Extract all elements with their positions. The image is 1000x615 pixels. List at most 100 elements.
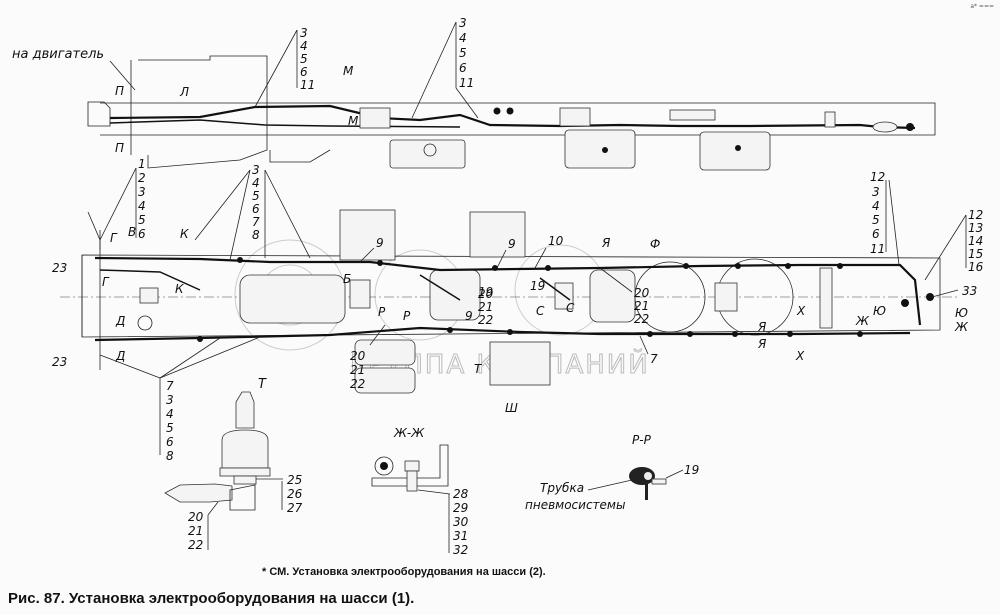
svg-text:Б: Б	[343, 272, 351, 286]
svg-text:5: 5	[166, 421, 174, 435]
svg-text:Ш: Ш	[505, 401, 518, 415]
svg-text:6: 6	[459, 61, 467, 75]
rear-axle-3	[634, 258, 794, 336]
svg-text:Х: Х	[795, 349, 805, 363]
callout-group-20-22-left: 20 21 22	[350, 324, 386, 391]
callout-19: 19	[684, 463, 699, 477]
callout-33: 33	[962, 284, 977, 298]
svg-text:29: 29	[453, 501, 468, 515]
callout-9: 9	[465, 309, 473, 323]
side-box	[359, 107, 391, 129]
svg-text:25: 25	[287, 473, 302, 487]
svg-text:Т: Т	[474, 362, 483, 376]
svg-text:22: 22	[478, 313, 493, 327]
crossmember-rear	[819, 267, 833, 329]
svg-text:Ю: Ю	[955, 306, 968, 320]
figure-caption: Рис. 87. Установка электрооборудования н…	[8, 590, 415, 607]
callout-group-bottom: 7 3 4 5 6 8	[99, 336, 261, 463]
gearbox	[239, 274, 346, 324]
side-box-2	[559, 107, 591, 127]
side-view: на двигатель П П Л М М 3 4 5 6 11 3 4 5 …	[12, 16, 936, 171]
callout-group-side-2: 3 4 5 6 11	[411, 16, 479, 119]
svg-text:4: 4	[138, 199, 146, 213]
svg-text:8: 8	[252, 228, 260, 242]
fuel-tank-left	[389, 139, 466, 169]
frame-rail-side	[100, 102, 936, 136]
svg-text:20: 20	[188, 510, 204, 524]
tool-box	[469, 211, 526, 258]
pipe-label: пневмосистемы	[525, 498, 625, 512]
callout-7: 7	[650, 352, 658, 366]
svg-text:13: 13	[968, 221, 983, 235]
svg-text:Д: Д	[115, 349, 125, 363]
svg-text:11: 11	[459, 76, 474, 90]
detail-title: Т	[258, 377, 267, 392]
svg-text:Р: Р	[403, 309, 411, 323]
svg-text:11: 11	[300, 78, 315, 92]
svg-text:6: 6	[872, 227, 880, 241]
callout-23: 23	[52, 355, 67, 369]
detail-title: Р-Р	[632, 433, 652, 447]
svg-text:Х: Х	[796, 304, 806, 318]
svg-text:5: 5	[300, 52, 308, 66]
fuel-tank-right	[564, 129, 636, 169]
corner-mark: a* ===	[970, 3, 994, 10]
callout-9: 9	[508, 237, 516, 251]
harness-plan-lower	[94, 326, 911, 342]
callout-19: 19	[478, 285, 493, 299]
branch-wires	[99, 269, 571, 301]
svg-text:Я: Я	[757, 337, 767, 351]
svg-text:К: К	[175, 282, 184, 296]
svg-text:Ф: Ф	[650, 237, 660, 251]
svg-text:3: 3	[300, 26, 308, 40]
frame-plan	[81, 254, 941, 338]
svg-text:30: 30	[453, 515, 469, 529]
svg-text:4: 4	[252, 176, 260, 190]
svg-text:11: 11	[870, 242, 885, 256]
callout-group-rear: 12 3 4 5 6 11	[870, 170, 900, 266]
svg-text:26: 26	[287, 487, 303, 501]
air-tank-2	[354, 367, 416, 394]
svg-text:20: 20	[478, 287, 494, 301]
svg-text:4: 4	[166, 407, 174, 421]
rear-axle-1	[349, 269, 481, 321]
pipe-clamp	[629, 467, 655, 485]
svg-text:3: 3	[138, 185, 146, 199]
callout-19: 19	[530, 279, 545, 293]
svg-text:Ж: Ж	[855, 314, 870, 328]
svg-text:4: 4	[300, 39, 308, 53]
connector	[872, 121, 898, 133]
svg-text:6: 6	[166, 435, 174, 449]
callout-9: 9	[376, 236, 384, 250]
callout-group-20-22-center: 20 21 22	[478, 287, 494, 327]
svg-text:Я: Я	[757, 320, 767, 334]
svg-text:4: 4	[459, 31, 467, 45]
sensor-cap	[235, 391, 255, 429]
svg-text:5: 5	[252, 189, 260, 203]
svg-text:В: В	[128, 225, 136, 239]
svg-text:Р: Р	[378, 305, 386, 319]
callout-group-front: 1 2 3 4 5 6	[99, 157, 146, 241]
svg-text:22: 22	[350, 377, 365, 391]
callout-group-side-1: 3 4 5 6 11	[254, 26, 315, 108]
detail-T: Т 25 26 27 20 21 22	[164, 377, 303, 552]
svg-text:Г: Г	[102, 275, 110, 289]
svg-text:7: 7	[166, 379, 174, 393]
svg-text:27: 27	[287, 501, 303, 515]
svg-text:К: К	[180, 227, 189, 241]
svg-text:3: 3	[252, 163, 260, 177]
section-label: М	[348, 114, 359, 128]
detail-RR: Р-Р 19 Трубка пневмосистемы	[525, 433, 699, 512]
svg-text:5: 5	[459, 46, 467, 60]
svg-text:12: 12	[968, 208, 983, 222]
svg-text:31: 31	[453, 529, 468, 543]
detail-ZhZh: Ж-Ж 28 29 30 31 32	[371, 426, 469, 557]
harness-side-lower	[109, 119, 461, 128]
detail-title: Ж-Ж	[393, 426, 425, 440]
section-label: П	[115, 84, 124, 98]
connector-plug	[164, 483, 233, 503]
svg-text:7: 7	[252, 215, 260, 229]
svg-text:21: 21	[188, 524, 203, 538]
callout-group-tail: 12 13 14 15 16	[924, 208, 984, 281]
